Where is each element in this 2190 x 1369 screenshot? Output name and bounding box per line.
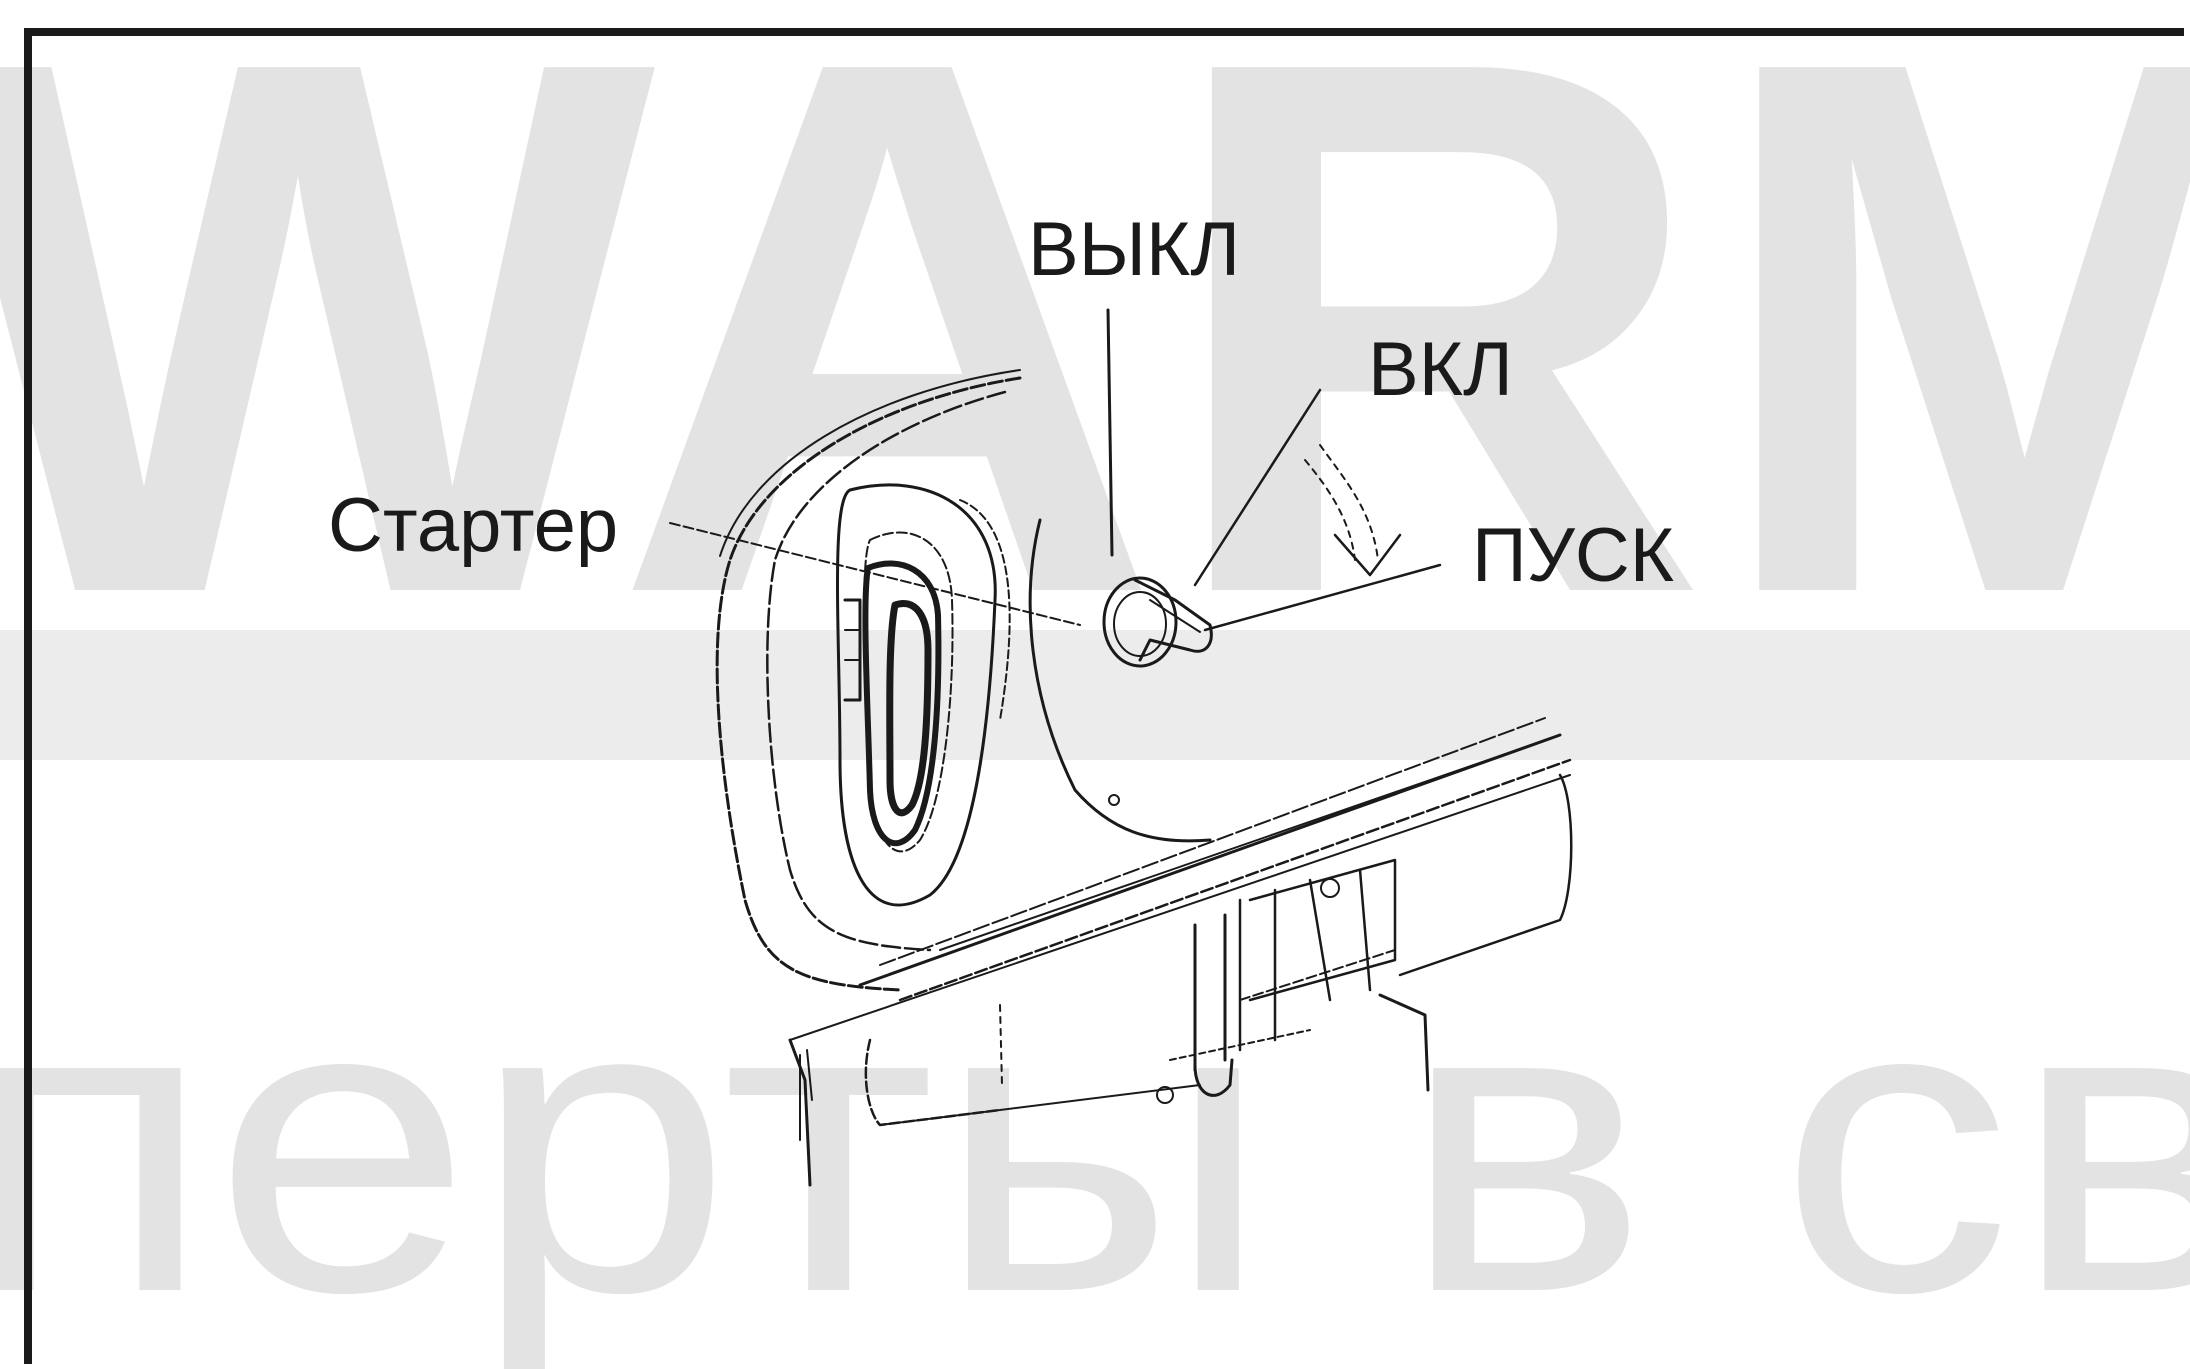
label-start: ПУСК xyxy=(1472,513,1675,598)
bracket-ribs xyxy=(1308,868,1372,1002)
leader-off xyxy=(1106,308,1114,557)
lower-dash-vertical xyxy=(999,1004,1003,1086)
bracket-foot xyxy=(1193,1058,1234,1097)
leader-on xyxy=(1193,388,1322,587)
lower-left-edge xyxy=(788,1038,812,1187)
watermark-top-text: WARM xyxy=(0,0,2190,752)
leader-start xyxy=(1203,563,1442,632)
window-frame xyxy=(862,560,942,846)
rotation-arrow-head xyxy=(1333,533,1402,577)
window-clip-ticks xyxy=(844,629,859,661)
bracket-cross-line xyxy=(1239,949,1396,1001)
lower-left-hatch-2 xyxy=(806,1049,813,1101)
rail-end-cap xyxy=(1398,773,1573,977)
bracket-lower-line xyxy=(1169,1029,1311,1061)
bracket-bolt xyxy=(1320,878,1340,898)
panel-inner-edge xyxy=(766,390,1007,952)
screw-head xyxy=(1108,794,1120,806)
window-clip xyxy=(843,598,862,702)
bracket-tab-right xyxy=(1378,993,1430,1092)
window-glass xyxy=(886,600,932,817)
rotation-arc-inner xyxy=(1304,459,1356,561)
key-switch-base xyxy=(1102,576,1178,668)
leader-choke xyxy=(669,522,1081,626)
bracket-screw xyxy=(1156,1086,1174,1104)
key-switch-handle-edge xyxy=(1149,599,1201,633)
bracket-post-left xyxy=(1193,913,1227,1072)
key-switch xyxy=(1102,576,1213,668)
bracket-plate xyxy=(1248,858,1397,1002)
trim-curve xyxy=(1028,518,1212,843)
window-recess-outer xyxy=(836,483,997,907)
label-off: ВЫКЛ xyxy=(1028,207,1241,292)
rail-line-5 xyxy=(789,774,1571,1041)
figure-frame xyxy=(24,28,2184,1364)
label-on: ВКЛ xyxy=(1368,327,1513,412)
key-switch-handle xyxy=(1133,578,1213,662)
panel-outer-edge-line xyxy=(719,369,1021,557)
rotation-arc-outer xyxy=(1319,444,1379,561)
lower-mechanism xyxy=(1156,858,1430,1104)
lower-base-line xyxy=(879,1084,1201,1126)
bracket-post-mid xyxy=(1238,888,1277,1052)
rail-line-3 xyxy=(939,741,1541,951)
watermark-band xyxy=(0,630,2190,760)
panel-outer-edge xyxy=(715,376,1022,992)
key-switch-ring xyxy=(1113,591,1167,657)
rail-line-1 xyxy=(858,733,1562,987)
rail-line-2 xyxy=(879,717,1546,966)
rail-line-4 xyxy=(898,758,1572,1002)
watermark-bottom-text: перты в св xyxy=(0,911,2190,1369)
label-choke: Стартер xyxy=(328,483,619,568)
window-outer-trim xyxy=(959,499,1011,721)
